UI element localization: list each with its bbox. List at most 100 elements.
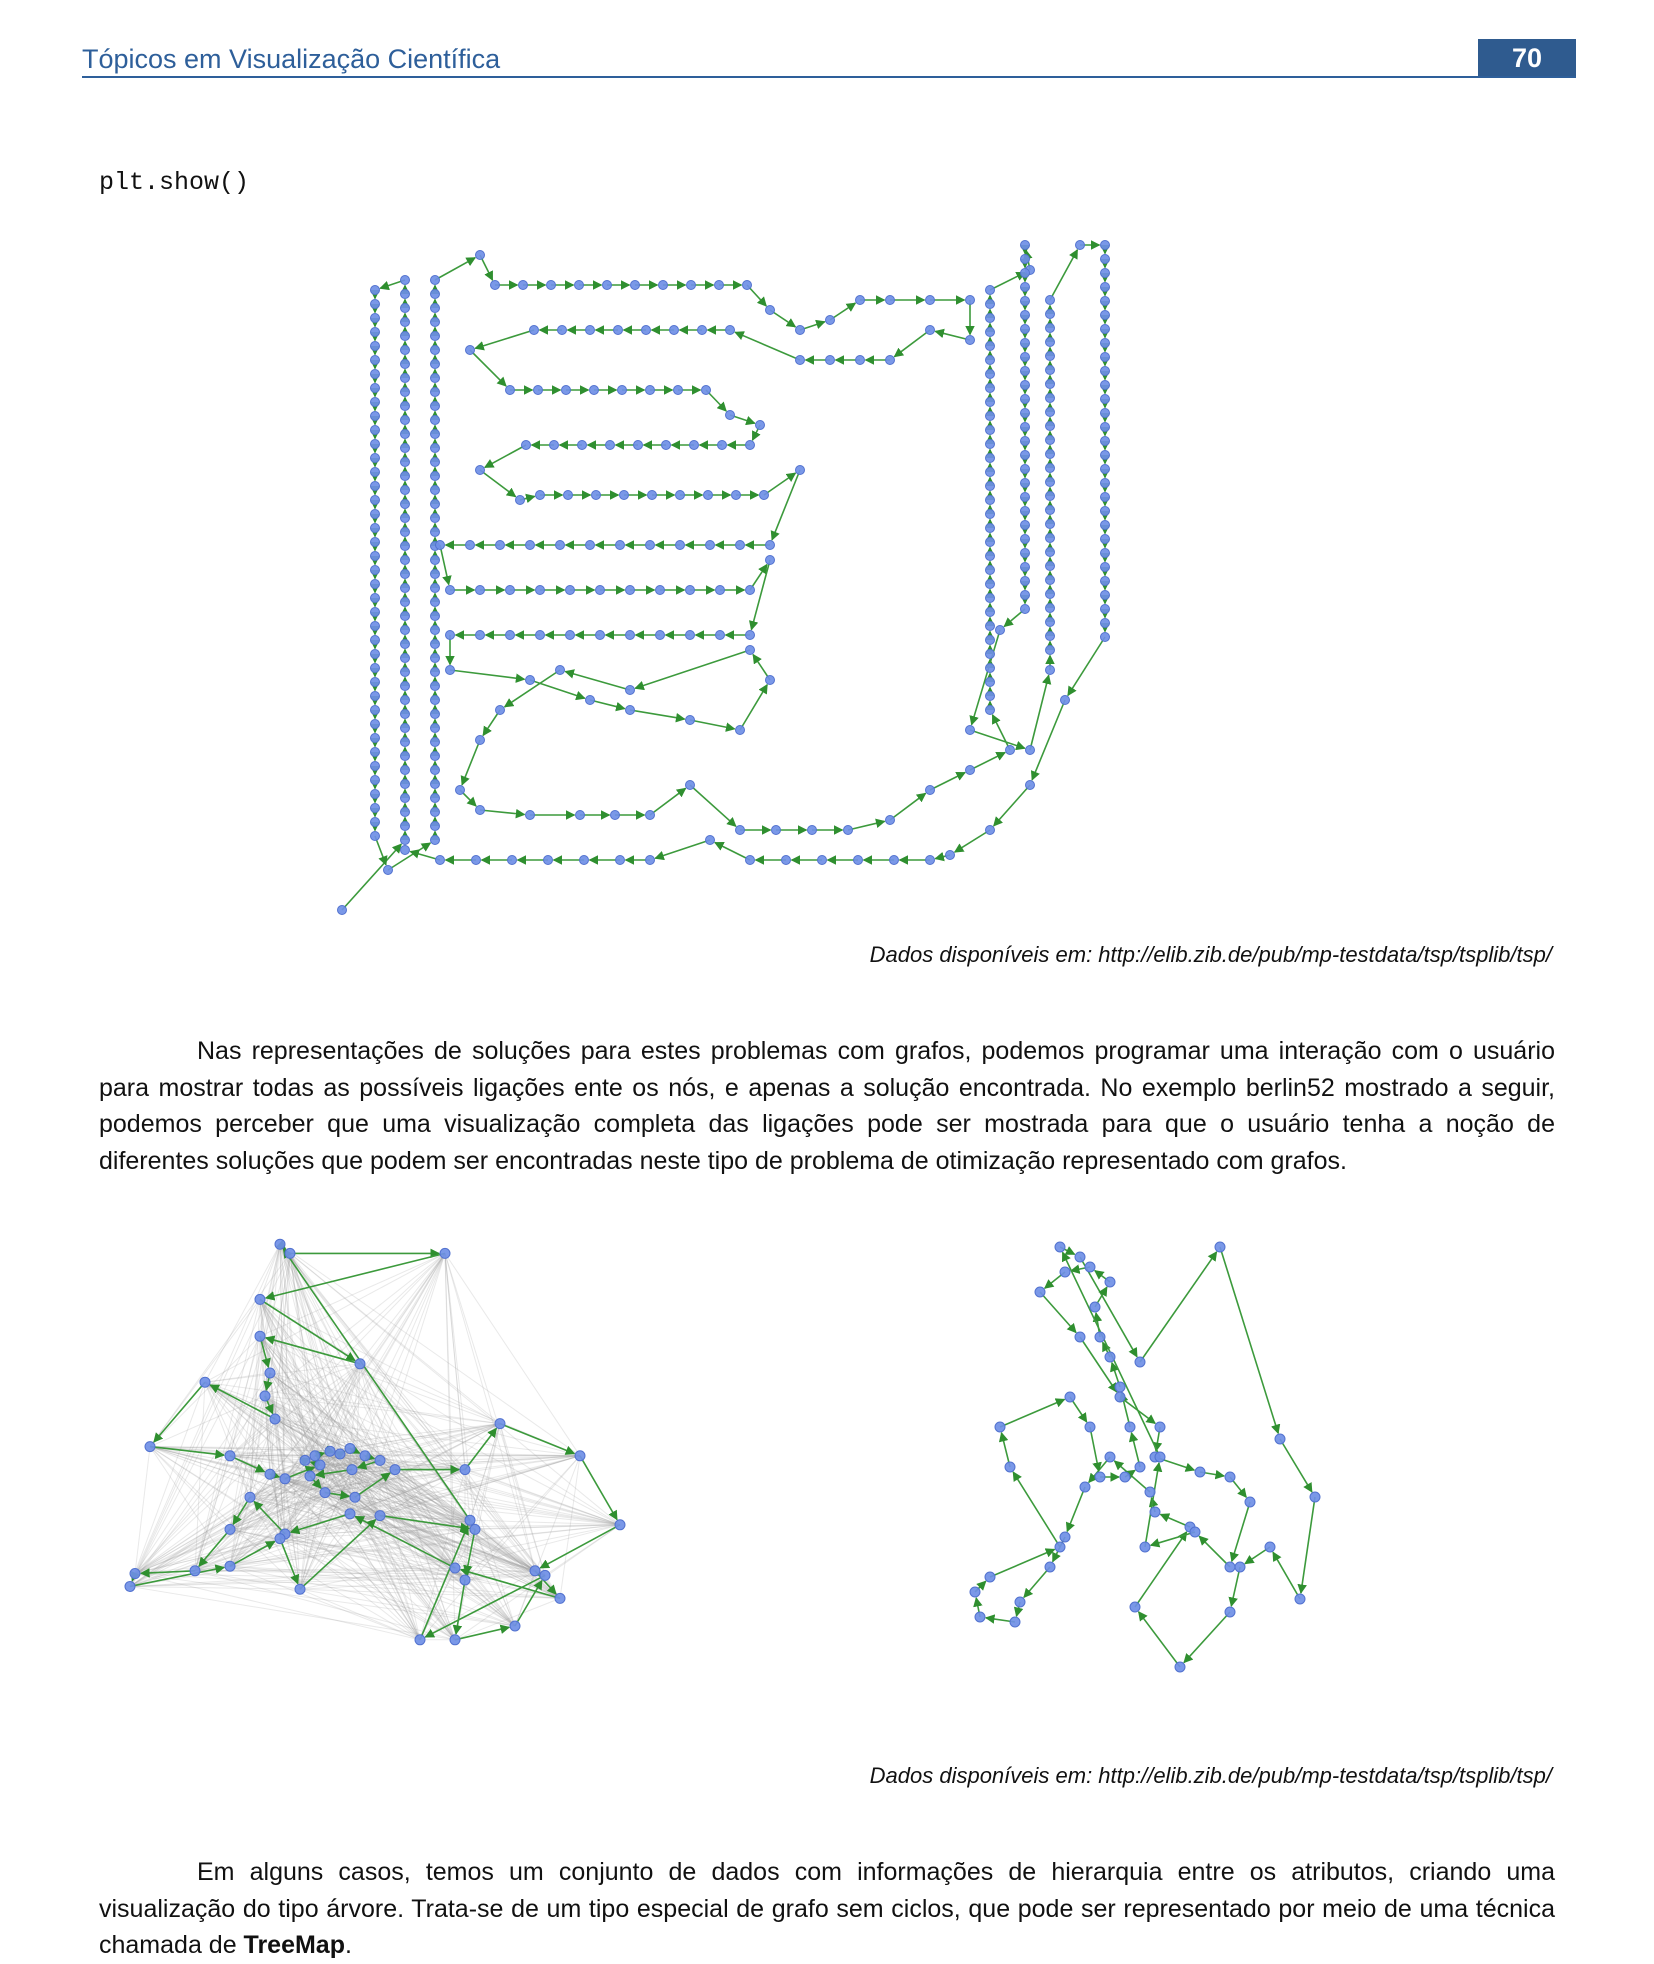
graph-node (925, 325, 935, 335)
graph-node (985, 453, 995, 463)
candidate-edge (129, 1395, 266, 1587)
candidate-edge (204, 1381, 561, 1599)
candidate-edge (279, 1244, 351, 1449)
graph-node (400, 625, 410, 635)
graph-node (1134, 1461, 1146, 1473)
graph-node (645, 385, 655, 395)
candidate-edge (259, 1299, 421, 1641)
graph-node (400, 597, 410, 607)
graph-node (658, 280, 668, 290)
graph-node (370, 691, 380, 701)
candidate-edge (264, 1363, 361, 1397)
candidate-edge (284, 1478, 421, 1641)
candidate-edge (134, 1469, 396, 1575)
candidate-edge (134, 1423, 501, 1575)
candidate-edge (304, 1459, 621, 1526)
graph-node (759, 490, 769, 500)
candidate-edge (229, 1455, 316, 1567)
candidate-edge (279, 1538, 456, 1641)
graph-node (469, 1523, 481, 1535)
graph-node (1020, 464, 1030, 474)
graph-node (1144, 1486, 1156, 1498)
graph-node (1059, 1266, 1071, 1278)
graph-node (771, 825, 781, 835)
candidate-edge (269, 1372, 456, 1641)
candidate-edge (474, 1529, 516, 1627)
candidate-edge (329, 1450, 421, 1641)
candidate-edge (274, 1418, 286, 1479)
candidate-edge (329, 1450, 381, 1516)
graph-node (505, 585, 515, 595)
graph-node (359, 1450, 371, 1462)
graph-node (1025, 780, 1035, 790)
graph-node (1309, 1491, 1321, 1503)
candidate-edge (419, 1469, 466, 1640)
graph-node (1100, 310, 1110, 320)
graph-node (985, 825, 995, 835)
candidate-edge (259, 1336, 281, 1539)
graph-node (985, 397, 995, 407)
graph-node (400, 611, 410, 621)
graph-node (565, 585, 575, 595)
candidate-edge (464, 1469, 516, 1627)
tour-edge (479, 469, 517, 498)
candidate-edge (259, 1335, 501, 1425)
candidate-edge (194, 1570, 546, 1576)
graph-node (269, 1413, 281, 1425)
graph-node (279, 1473, 291, 1485)
graph-node (1214, 1241, 1226, 1253)
graph-node (965, 765, 975, 775)
candidate-edge (379, 1455, 581, 1517)
graph-node (400, 569, 410, 579)
tsp-tour-figure (337, 240, 1110, 915)
graph-node (745, 645, 755, 655)
tour-edge (1198, 1535, 1231, 1568)
candidate-edge (274, 1418, 301, 1590)
graph-node (199, 1376, 211, 1388)
candidate-edge (129, 1585, 456, 1641)
graph-node (459, 1464, 471, 1476)
graph-node (731, 490, 741, 500)
graph-node (1100, 590, 1110, 600)
candidate-edge (354, 1496, 561, 1599)
candidate-edge (349, 1447, 621, 1526)
graph-node (1045, 351, 1055, 361)
graph-node (284, 1247, 296, 1259)
graph-node (254, 1330, 266, 1342)
graph-node (610, 810, 620, 820)
candidate-edge (444, 1253, 471, 1521)
candidate-edge (129, 1478, 286, 1587)
candidate-edge (269, 1474, 286, 1535)
candidate-edge (279, 1243, 456, 1569)
graph-node (370, 831, 380, 841)
tour-edge (969, 751, 1006, 771)
candidate-edge (304, 1253, 446, 1461)
graph-node (370, 355, 380, 365)
graph-node (985, 481, 995, 491)
candidate-edge (194, 1528, 476, 1572)
candidate-edge (329, 1363, 361, 1452)
graph-node (370, 565, 380, 575)
code-line: plt.show() (99, 168, 250, 197)
candidate-edge (324, 1492, 456, 1569)
candidate-edge (204, 1381, 366, 1457)
candidate-edge (309, 1475, 466, 1581)
graph-node (1045, 533, 1055, 543)
graph-node (445, 585, 455, 595)
candidate-edge (419, 1455, 581, 1641)
candidate-edge (264, 1395, 341, 1455)
candidate-edge (309, 1475, 516, 1627)
graph-node (370, 453, 380, 463)
candidate-edge (229, 1528, 561, 1599)
candidate-edge (274, 1418, 311, 1477)
graph-node (1020, 506, 1030, 516)
tour-edge (934, 328, 971, 341)
candidate-edge (269, 1372, 286, 1535)
graph-node (985, 565, 995, 575)
candidate-edge (149, 1446, 456, 1569)
tour-edge (209, 1384, 276, 1420)
candidate-edge (319, 1464, 471, 1521)
tour-edge (452, 1579, 466, 1635)
tour-edge (893, 329, 931, 358)
candidate-edge (309, 1475, 621, 1526)
